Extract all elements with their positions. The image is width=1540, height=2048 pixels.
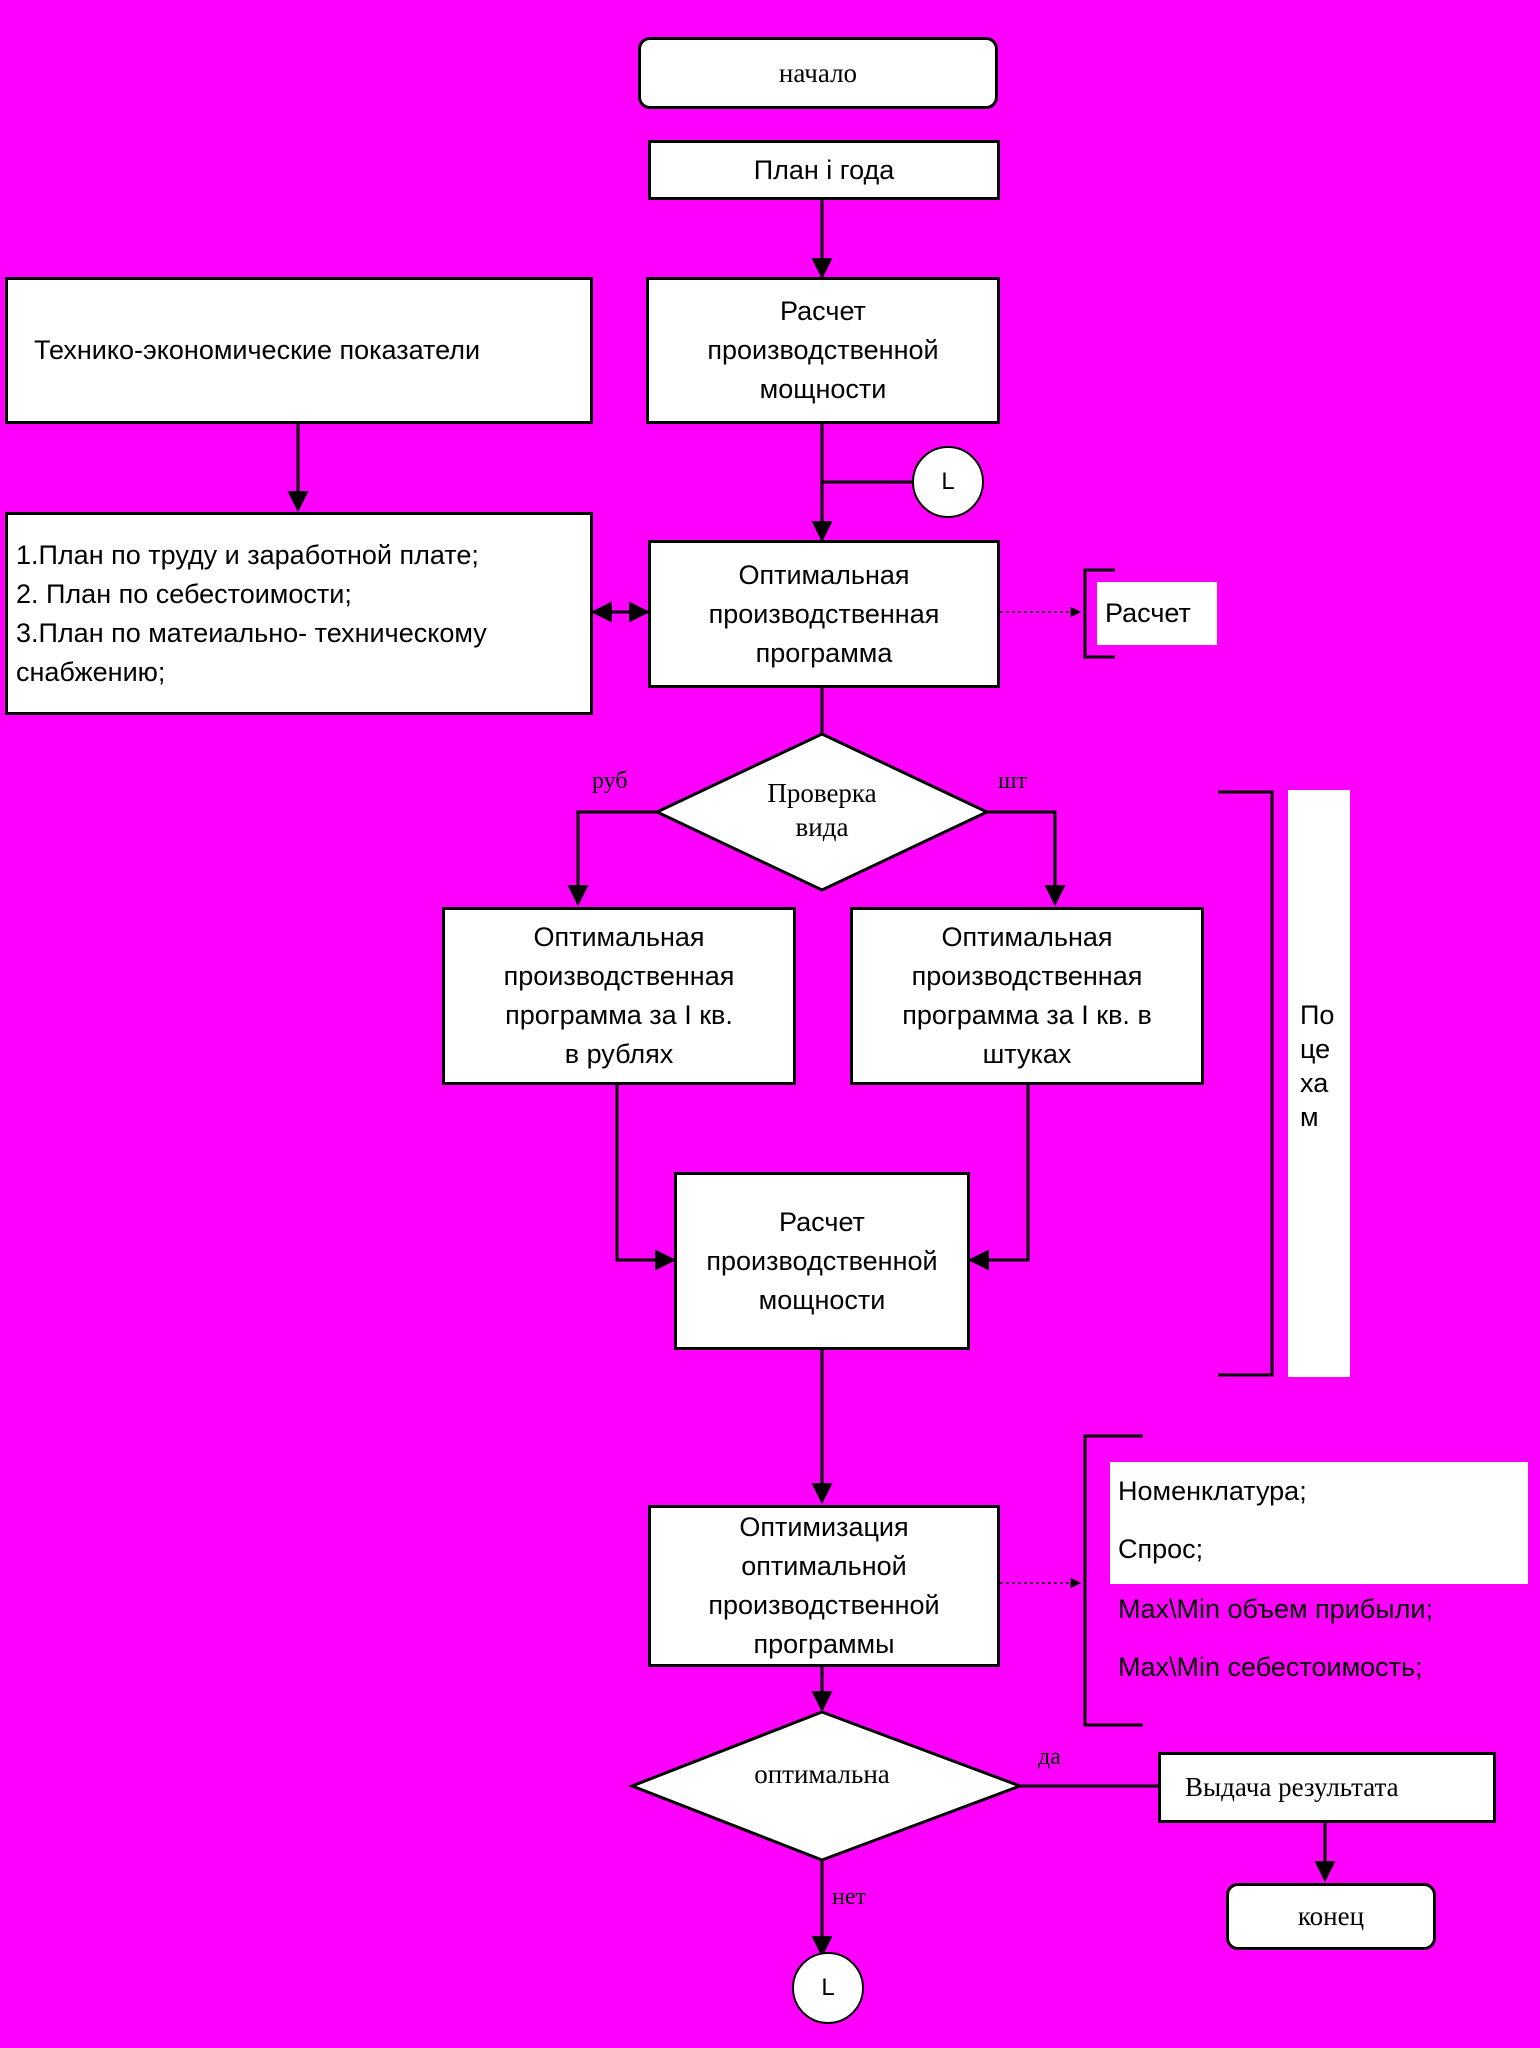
optimal-diamond [627, 1710, 1025, 1862]
optimization-box: Оптимизация оптимальной производственной… [648, 1505, 1000, 1667]
criteria-item: Max\Min себестоимость; [1118, 1652, 1423, 1682]
sht-label: шт [998, 768, 1027, 794]
criteria-item: Max\Min объем прибыли; [1118, 1594, 1433, 1624]
tech-indicators-box: Технико-экономические показатели [5, 277, 593, 424]
rub-label: руб [592, 768, 628, 794]
raschet-label: Расчет [1097, 582, 1217, 645]
criteria-item: Спрос; [1118, 1534, 1204, 1564]
output-result-box: Выдача результата [1158, 1752, 1496, 1823]
connector-bottom-label: L [821, 1974, 835, 2001]
check-type-label: Проверка вида [767, 778, 877, 842]
yes-label: да [1038, 1744, 1061, 1770]
end-node: конец [1226, 1883, 1436, 1950]
connector-circle-bottom [792, 1952, 864, 2024]
start-node: начало [638, 37, 998, 109]
by-workshops-label: По це ха м [1288, 790, 1350, 1377]
optimal-program-box: Оптимальная производственная программа [648, 540, 1000, 688]
criteria-item: Номенклатура; [1118, 1476, 1307, 1506]
plans-list-box: 1.План по труду и заработной плате; 2. П… [5, 512, 593, 715]
optimal-program-sht-box: Оптимальная производственная программа з… [850, 907, 1204, 1085]
capacity-calc-box: Расчет производственной мощности [646, 277, 1000, 424]
no-label: нет [832, 1884, 866, 1910]
capacity-calc2-box: Расчет производственной мощности [674, 1172, 970, 1350]
optimal-program-rub-box: Оптимальная производственная программа з… [442, 907, 796, 1085]
connector-circle-top [912, 446, 984, 518]
connector-top-label: L [941, 468, 955, 495]
check-diamond [653, 732, 991, 892]
optimal-label: оптимальна [754, 1759, 890, 1789]
plan-year-box: План і года [648, 140, 1000, 200]
criteria-highlight [1110, 1462, 1528, 1584]
